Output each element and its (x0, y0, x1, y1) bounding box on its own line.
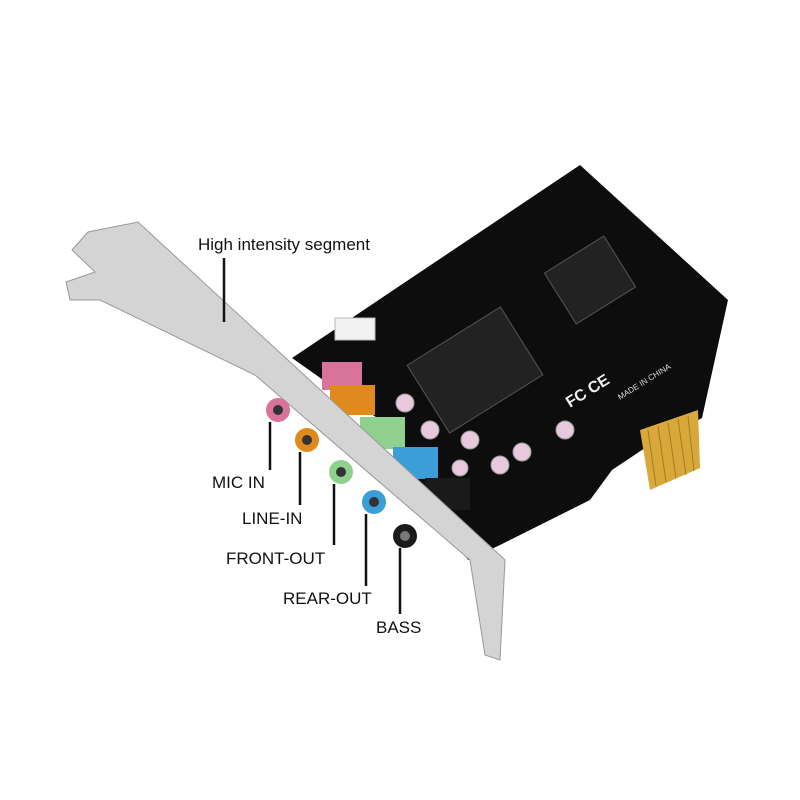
metal-bracket (65, 221, 506, 661)
power-connector (334, 317, 376, 341)
high-intensity-segment-label: High intensity segment (198, 235, 370, 254)
capacitors (395, 393, 575, 477)
mic-in-label: MIC IN (212, 473, 265, 492)
leader-lines (222, 258, 402, 614)
rear-out-label: REAR-OUT (283, 589, 372, 608)
secondary-chip (543, 235, 637, 325)
main-chip (406, 306, 544, 434)
front-out-label: FRONT-OUT (226, 549, 326, 568)
bass-label: BASS (376, 618, 422, 637)
gold-contact-lines (647, 415, 695, 487)
line-in-label: LINE-IN (242, 509, 303, 528)
audio-jacks (266, 398, 417, 548)
